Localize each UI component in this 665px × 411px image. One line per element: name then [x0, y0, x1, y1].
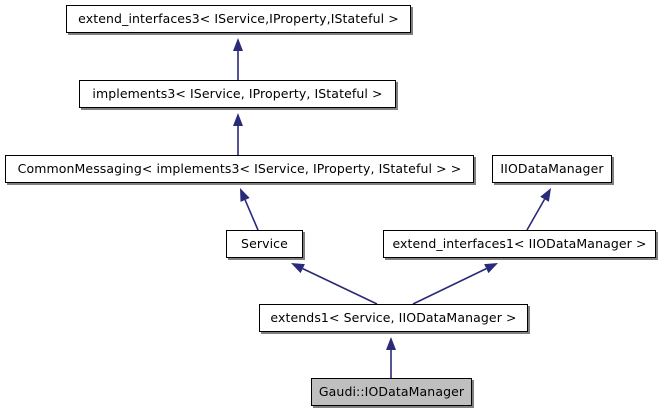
class-node-label: Service — [241, 235, 288, 251]
arrowhead-icon — [233, 113, 243, 126]
arrowhead-icon — [540, 188, 551, 202]
class-node-service[interactable]: Service — [226, 230, 303, 258]
inheritance-edge-service-to-commonmessaging — [240, 188, 259, 231]
class-node-label: CommonMessaging< implements3< IService, … — [17, 160, 462, 176]
class-node-label: Gaudi::IODataManager — [318, 383, 465, 399]
edge-line — [526, 198, 546, 231]
class-node-commonmessaging[interactable]: CommonMessaging< implements3< IService, … — [5, 155, 474, 183]
inheritance-edge-implements3-to-extend-interfaces3 — [233, 38, 243, 80]
class-node-extend-interfaces3[interactable]: extend_interfaces3< IService,IProperty,I… — [66, 5, 411, 33]
class-node-implements3[interactable]: implements3< IService, IProperty, IState… — [79, 80, 396, 108]
class-node-extend-interfaces1[interactable]: extend_interfaces1< IIODataManager > — [383, 230, 656, 258]
edge-line — [412, 267, 487, 305]
class-node-iiodatamanager[interactable]: IIODataManager — [492, 155, 612, 183]
class-node-label: extend_interfaces1< IIODataManager > — [392, 235, 647, 251]
inheritance-edge-extends1-to-extend-interfaces1 — [412, 263, 498, 305]
arrowhead-icon — [233, 38, 243, 51]
class-node-label: extend_interfaces3< IService,IProperty,I… — [78, 10, 399, 26]
edge-line — [302, 267, 378, 305]
arrowhead-icon — [386, 337, 396, 350]
class-node-label: extends1< Service, IIODataManager > — [270, 309, 517, 325]
arrowhead-icon — [484, 263, 498, 274]
class-node-label: IIODataManager — [500, 160, 604, 176]
arrowhead-icon — [291, 263, 305, 274]
inheritance-edge-extend-interfaces1-to-iiodatamanager — [526, 188, 551, 231]
inheritance-edge-gaudi-iodatamanager-to-extends1 — [386, 337, 396, 378]
class-node-extends1[interactable]: extends1< Service, IIODataManager > — [259, 304, 528, 332]
class-node-label: implements3< IService, IProperty, IState… — [92, 85, 383, 101]
class-node-gaudi-iodatamanager[interactable]: Gaudi::IODataManager — [311, 378, 472, 406]
inheritance-edge-extends1-to-service — [291, 263, 378, 305]
inheritance-edge-commonmessaging-to-implements3 — [233, 113, 243, 155]
edge-line — [244, 199, 259, 231]
arrowhead-icon — [240, 188, 250, 202]
